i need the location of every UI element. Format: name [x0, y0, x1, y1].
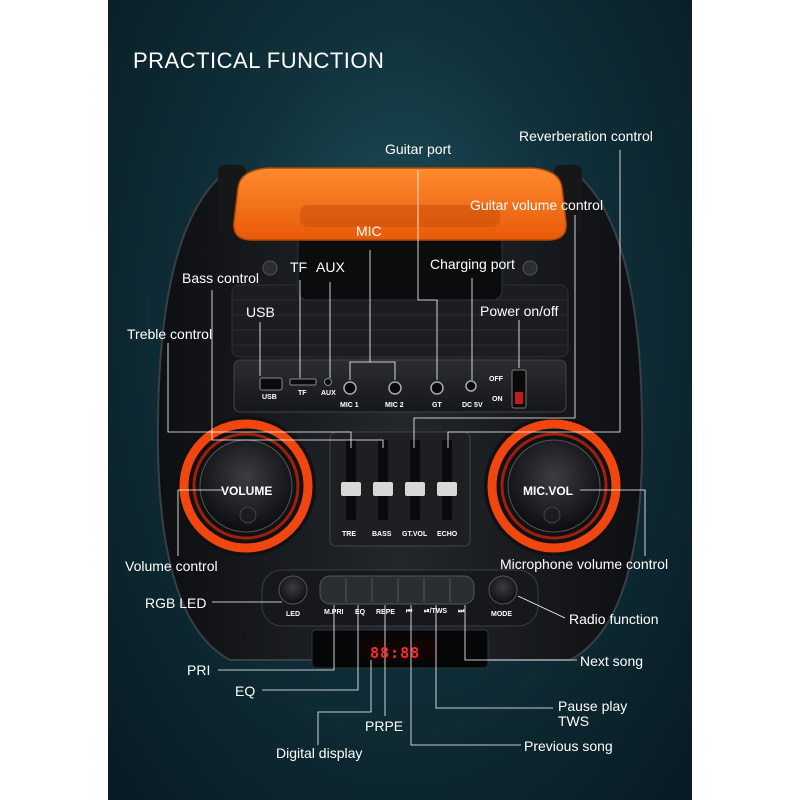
callout-tf: TF — [290, 259, 308, 275]
knob-label-volume: VOLUME — [221, 484, 273, 498]
callout-next-song: Next song — [580, 653, 644, 669]
button-row — [261, 569, 539, 627]
button-label-eq: EQ — [355, 609, 366, 616]
callout-radio-function: Radio function — [569, 611, 659, 627]
callout-rgb-led: RGB LED — [145, 595, 207, 611]
page-title: PRACTICAL FUNCTION — [133, 48, 385, 73]
port-label-mic2: MIC 2 — [385, 402, 404, 409]
port-label-tf: TF — [298, 390, 307, 397]
switch-label-off: OFF — [489, 376, 503, 383]
callout-mic-volume-control: Microphone volume control — [500, 556, 669, 572]
callout-pri: PRI — [187, 662, 211, 678]
callout-aux: AUX — [316, 259, 345, 275]
port-label-aux: AUX — [321, 390, 336, 397]
port-label-gt: GT — [432, 402, 442, 409]
knob-label-mic-vol: MIC.VOL — [523, 484, 573, 498]
callout-power: Power on/off — [480, 303, 559, 319]
slider-panel — [329, 431, 471, 547]
callout-bass-control: Bass control — [182, 270, 260, 286]
volume-knob-group — [176, 416, 316, 556]
callout-pause-play: Pause play — [558, 698, 628, 714]
mic-volume-knob-group — [484, 416, 624, 556]
button-label-led: LED — [286, 611, 300, 618]
slider-label-echo: ECHO — [437, 531, 458, 538]
callout-reverberation-control: Reverberation control — [519, 128, 653, 144]
callout-previous-song: Previous song — [524, 738, 613, 754]
callout-tws: TWS — [558, 713, 590, 729]
callout-lines — [167, 150, 646, 746]
digital-display-readout: 88:88 — [370, 644, 421, 662]
button-label-repe: REPE — [376, 609, 396, 616]
switch-label-on: ON — [492, 396, 503, 403]
callout-digital-display: Digital display — [276, 745, 363, 761]
button-label-mpri: M.PRI — [324, 609, 344, 616]
callout-treble-control: Treble control — [127, 326, 213, 342]
slider-label-tre: TRE — [342, 531, 356, 538]
port-label-dc: DC 5V — [462, 402, 483, 409]
port-panel — [233, 359, 567, 413]
callout-eq: EQ — [235, 683, 256, 699]
button-label-play-tws: ⏯/TWS — [424, 608, 448, 615]
slider-label-bass: BASS — [372, 531, 392, 538]
callout-volume-control: Volume control — [125, 558, 218, 574]
button-label-prev: ⏮ — [406, 608, 413, 615]
button-label-next: ⏭ — [458, 608, 465, 615]
digital-display-housing — [311, 629, 489, 669]
callout-guitar-port: Guitar port — [385, 141, 452, 157]
button-label-mode: MODE — [491, 611, 512, 618]
callout-usb: USB — [246, 304, 275, 320]
callout-charging-port: Charging port — [430, 256, 515, 272]
callout-mic: MIC — [356, 223, 382, 239]
port-label-mic1: MIC 1 — [340, 402, 359, 409]
callout-prpe: PRPE — [365, 718, 404, 734]
port-label-usb: USB — [262, 394, 277, 401]
callout-guitar-volume-control: Guitar volume control — [470, 197, 604, 213]
slider-label-gtvol: GT.VOL — [402, 531, 428, 538]
